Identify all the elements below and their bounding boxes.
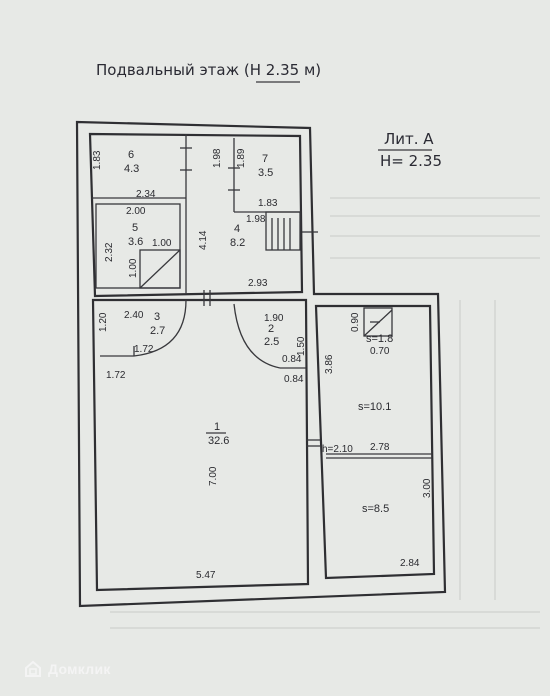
area-s-middle: s=10.1	[358, 401, 391, 413]
room-2-area: 2.5	[264, 336, 279, 348]
room-7-area: 3.5	[258, 167, 273, 179]
room-3-area: 2.7	[150, 325, 165, 337]
room-3-number: 3	[154, 311, 160, 323]
house-logo-icon	[25, 660, 41, 677]
room-4-area: 8.2	[230, 237, 245, 249]
room-1-area: 32.6	[208, 435, 229, 447]
dim-5-47: 5.47	[196, 570, 216, 581]
dim-0-70: 0.70	[370, 346, 390, 357]
dim-2-32: 2.32	[104, 242, 115, 262]
interior-walls	[92, 134, 432, 459]
outer-walls	[75, 120, 447, 608]
dim-2-40: 2.40	[124, 310, 144, 321]
dim-1-98-vert: 1.98	[212, 148, 223, 168]
dim-3-00: 3.00	[422, 478, 433, 498]
watermark-text: Домклик	[48, 661, 111, 677]
height-label: Н= 2.35	[380, 152, 442, 170]
dim-0-84-lower: 0.84	[284, 374, 304, 385]
dim-1-72-right: 1.72	[134, 344, 154, 355]
dim-2-93: 2.93	[248, 278, 268, 289]
dim-1-20: 1.20	[98, 312, 109, 332]
dim-4-14: 4.14	[198, 230, 209, 250]
dim-1-00-horizontal: 1.00	[152, 238, 172, 249]
dim-1-98-top: 1.98	[246, 214, 266, 225]
dim-h-2-10: h=2.10	[322, 444, 353, 455]
room-7-number: 7	[262, 153, 268, 165]
dim-2-00: 2.00	[126, 206, 146, 217]
dim-1-00-vertical: 1.00	[128, 258, 139, 278]
area-s-bottom: s=8.5	[362, 503, 389, 515]
room-1-number: 1	[214, 421, 220, 433]
dim-0-84-upper: 0.84	[282, 354, 302, 365]
room-5-number: 5	[132, 222, 138, 234]
domclick-watermark: Домклик	[24, 660, 111, 678]
doors	[100, 147, 320, 447]
dim-2-84: 2.84	[400, 558, 420, 569]
dim-1-50: 1.50	[296, 336, 307, 356]
room-4-number: 4	[234, 223, 240, 235]
liter-label: Лит. А	[384, 130, 434, 148]
room-6-area: 4.3	[124, 163, 139, 175]
dim-1-89: 1.89	[236, 148, 247, 168]
paper-lines	[110, 197, 540, 629]
dim-7-00: 7.00	[208, 466, 219, 486]
room-2-number: 2	[268, 323, 274, 335]
room-6-number: 6	[128, 149, 134, 161]
plan-title: Подвальный этаж (Н 2.35 м)	[96, 61, 321, 79]
area-s-small: s=1.8	[366, 333, 393, 345]
dim-1-90: 1.90	[264, 313, 284, 324]
dim-0-90: 0.90	[350, 312, 361, 332]
dim-2-34: 2.34	[136, 189, 156, 200]
dim-1-72-left: 1.72	[106, 370, 126, 381]
dim-3-86: 3.86	[324, 354, 335, 374]
dim-1-83-top: 1.83	[258, 198, 278, 209]
dim-2-78: 2.78	[370, 442, 390, 453]
room-5-area: 3.6	[128, 236, 143, 248]
dim-1-83-left: 1.83	[92, 150, 103, 170]
